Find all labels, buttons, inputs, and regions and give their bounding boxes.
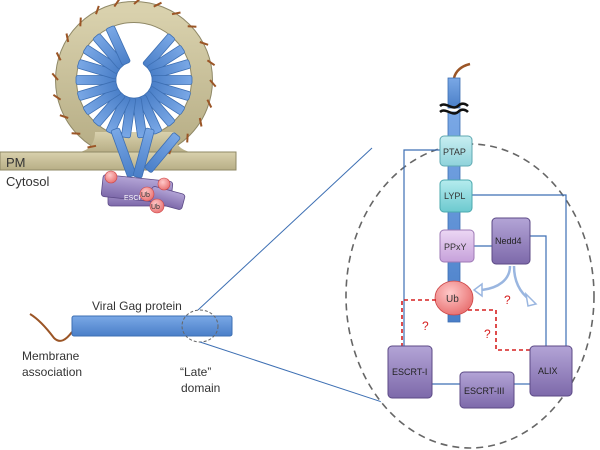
gag-rod [150, 59, 191, 80]
lipid-tail [87, 144, 97, 149]
gag-rod [106, 94, 131, 135]
nedd4-label: Nedd4 [495, 236, 522, 246]
zoom-line-top [197, 147, 373, 311]
lipid-tail [206, 59, 216, 67]
ppxy-motif [439, 229, 475, 263]
ub-small-4 [157, 177, 171, 191]
lipid-tail [51, 72, 59, 81]
membrane-assoc-label-2: association [22, 365, 82, 379]
alix-box [529, 345, 573, 397]
neck-gag-rod-1 [110, 127, 137, 178]
gag-rod [137, 94, 162, 135]
gag-rod [150, 80, 191, 101]
lipid-tails [51, 0, 217, 155]
question-mark-3: ? [504, 293, 511, 307]
nedd4-alix-arrowhead [524, 291, 538, 307]
rod-tail [452, 62, 471, 79]
ub-small-3 [104, 170, 118, 184]
lypl-alix-link [472, 194, 567, 346]
lipid-tail [52, 93, 62, 101]
lipid-tail [65, 33, 70, 43]
nedd4-ub-arrowhead [472, 282, 483, 298]
escrt1-box [387, 345, 433, 399]
plasma-membrane [0, 151, 237, 171]
gag-rod [131, 97, 147, 139]
gag-rod [142, 91, 175, 127]
nedd4-ub-arrow [481, 265, 512, 292]
gag-protein-bar [71, 315, 233, 337]
escrt3-box [459, 371, 515, 409]
gag-rod [93, 33, 126, 69]
ub-label: Ub [446, 294, 459, 305]
gag-rod [151, 75, 193, 85]
late-domain-label-1: “Late” [180, 365, 211, 379]
question-mark-1: ? [422, 319, 429, 333]
lipid-tail [95, 5, 100, 15]
gag-rod [83, 86, 121, 115]
gag-rod [75, 75, 117, 85]
ptap-motif [439, 135, 473, 167]
gag-rod [147, 86, 185, 115]
gag-lattice [75, 25, 193, 139]
viral-gag-label: Viral Gag protein [92, 299, 182, 313]
late-domain-label-2: domain [181, 381, 220, 395]
lipid-tail [198, 117, 203, 127]
nedd4-box [491, 217, 531, 265]
late-domain-detail: PTAP LYPL PPxY Nedd4 Ub ? ? ? ESCRT-I ES… [345, 62, 595, 449]
ub-small-label-2: Ub [151, 204, 160, 211]
nedd4-right-link [530, 235, 547, 346]
escrt3-label: ESCRT-III [464, 386, 504, 396]
gag-rod [121, 97, 137, 139]
break-mark-1 [439, 102, 469, 109]
lipid-tail [209, 79, 217, 88]
lipid-tail [199, 41, 209, 46]
gag-rod [77, 80, 118, 101]
ptap-label: PTAP [443, 147, 466, 157]
ub-small-2 [149, 198, 165, 214]
gag-rod [93, 91, 126, 127]
lipid-tail [133, 0, 141, 5]
lipid-tail [206, 99, 213, 108]
lipid-tail [153, 1, 162, 8]
gag-rod [77, 59, 118, 80]
lypl-motif [439, 179, 473, 213]
ub-circle [434, 280, 474, 316]
gag-protein: Viral Gag protein Membrane association “… [22, 299, 233, 395]
gag-rod [147, 45, 185, 74]
neck-gag-rod-3 [144, 132, 181, 173]
lipid-tail [186, 133, 189, 143]
lipid-tail [71, 132, 81, 135]
lypl-label: LYPL [444, 191, 465, 201]
ub-small-label-1: Ub [141, 192, 150, 199]
gag-rod [106, 25, 131, 66]
lipid-tail [79, 17, 82, 27]
lipid-tail [187, 25, 197, 28]
gag-rod-upper [447, 77, 461, 109]
membrane-anchor-tail [29, 313, 73, 342]
neck-gag-rod-2 [132, 127, 155, 179]
budding-virion: ESCRT Ub Ub PM Cytosol [0, 0, 237, 214]
connectors [403, 149, 567, 385]
ub-small-1 [139, 186, 155, 202]
gag-rod [83, 45, 121, 74]
ub-alix-link [468, 309, 530, 351]
membrane-assoc-label-1: Membrane [22, 349, 80, 363]
escrt-small-label: ESCRT [124, 195, 148, 202]
ppxy-label: PPxY [444, 242, 467, 252]
ub-escrt1-link [401, 299, 436, 346]
cytosol-label: Cytosol [6, 174, 49, 189]
lipid-tail [171, 11, 181, 16]
escrt1-label: ESCRT-I [392, 367, 427, 377]
question-mark-2: ? [484, 327, 491, 341]
lipid-tail [55, 52, 62, 61]
lipid-tail [113, 0, 121, 8]
ptap-escrt1-link [403, 149, 440, 346]
lipid-tail [59, 114, 69, 119]
zoom-line-bottom [199, 341, 389, 405]
alix-label: ALIX [538, 366, 558, 376]
break-mark-2 [439, 108, 469, 115]
pm-label: PM [6, 155, 26, 170]
gag-rod [142, 33, 175, 69]
